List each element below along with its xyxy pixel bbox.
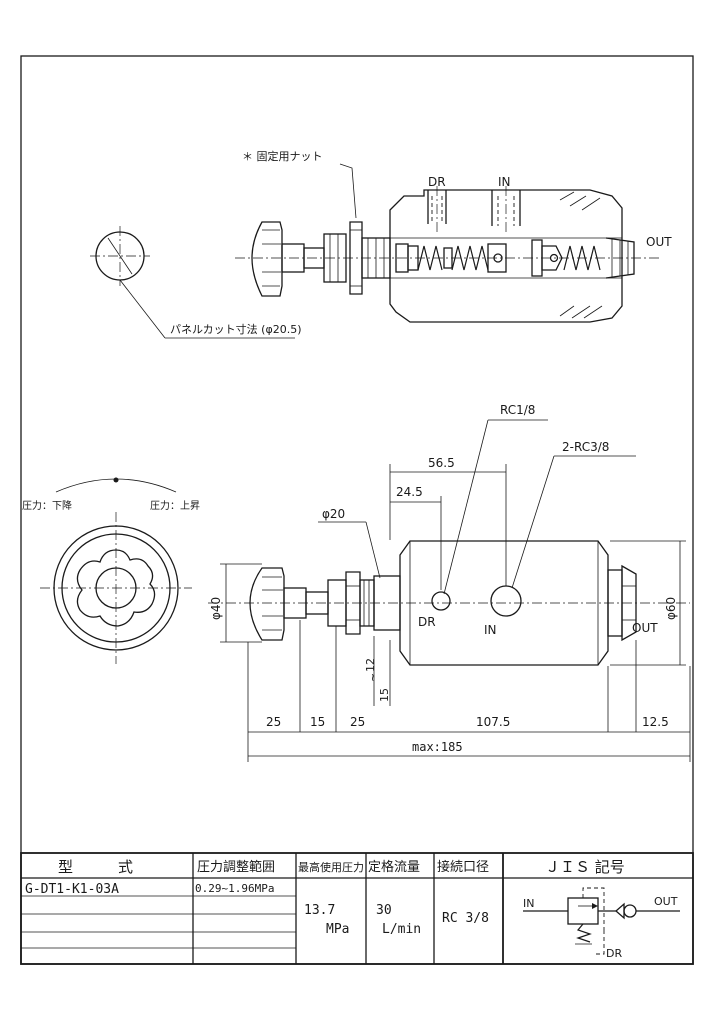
jis-dr-label: DR	[606, 947, 622, 960]
header-max-pressure: 最高使用圧力	[298, 860, 364, 874]
sheet-border	[20, 55, 694, 965]
internal-springs	[395, 239, 601, 277]
cell-max-pressure-value: 13.7	[304, 903, 335, 918]
dim-56-5: 56.5	[428, 456, 455, 470]
header-jis: ＪＩＳ 記号	[545, 858, 625, 876]
cell-max-pressure-unit: MPa	[326, 922, 349, 937]
section-port-in: IN	[498, 175, 511, 189]
cell-model: G-DT1-K1-03A	[25, 882, 119, 897]
section-view: パネルカット寸法 (φ20.5) ＊ 固定用ナット	[90, 149, 672, 339]
phi40-label: φ40	[209, 597, 223, 620]
header-flow: 定格流量	[368, 859, 420, 875]
adjust-knob-section	[251, 221, 347, 297]
side-out-label: OUT	[632, 621, 658, 635]
dim-12-15-top: 12	[364, 658, 377, 672]
section-port-out: OUT	[646, 235, 672, 249]
header-range: 圧力調整範囲	[197, 860, 275, 875]
fixing-nut-section	[349, 221, 391, 295]
panel-cut-circle	[90, 226, 295, 339]
dim-24-5: 24.5	[396, 485, 423, 499]
spec-table: 型 式 圧力調整範囲 最高使用圧力 定格流量 接続口径 ＪＩＳ 記号 G-DT1…	[20, 852, 694, 965]
dim-25-a: 25	[266, 715, 281, 729]
dim-12-15-bot: 15	[378, 688, 391, 702]
panel-cut-label: パネルカット寸法 (φ20.5)	[170, 322, 302, 336]
side-dr-label: DR	[418, 615, 436, 629]
side-in-label: IN	[484, 623, 497, 637]
jis-in-label: IN	[523, 897, 534, 910]
side-view: DR IN OUT RC1/8 2-RC3/8 φ20 φ40 φ60 56.5…	[208, 403, 691, 762]
valve-body-section	[389, 186, 635, 323]
jis-symbol: IN OUT DR	[523, 887, 680, 960]
nut-note: ＊ 固定用ナット	[242, 149, 323, 163]
dim-107-5: 107.5	[476, 715, 510, 729]
side-port-dr	[431, 591, 451, 611]
section-port-dr: DR	[428, 175, 446, 189]
jis-out-label: OUT	[654, 895, 678, 908]
phi20-label: φ20	[322, 507, 345, 521]
phi60-label: φ60	[664, 597, 678, 620]
header-model: 型 式	[58, 858, 133, 876]
dim-12-15-sep: ~	[366, 673, 379, 682]
dim-15: 15	[310, 715, 325, 729]
rc18-label: RC1/8	[500, 403, 535, 417]
dim-max-185: max:185	[412, 740, 463, 754]
header-port: 接続口径	[437, 859, 489, 875]
pressure-down-label: 圧力：下降	[22, 499, 72, 512]
side-port-in	[490, 585, 522, 617]
dim-25-b: 25	[350, 715, 365, 729]
cell-range: 0.29~1.96MPa	[195, 882, 274, 895]
rc38-label: 2-RC3/8	[562, 440, 609, 454]
dim-12-5: 12.5	[642, 715, 669, 729]
cell-port-size: RC 3/8	[442, 911, 489, 926]
pressure-up-label: 圧力：上昇	[150, 499, 200, 512]
end-view: 圧力：下降 圧力：上昇	[22, 477, 200, 664]
cell-flow-unit: L/min	[382, 922, 421, 937]
cell-flow-value: 30	[376, 903, 392, 918]
